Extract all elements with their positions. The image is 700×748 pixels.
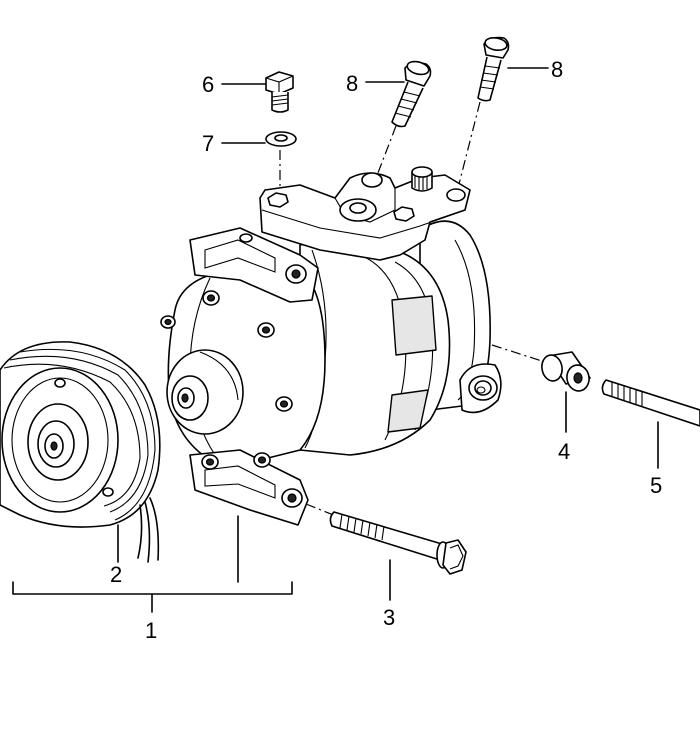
callout-5: 5: [650, 473, 662, 498]
assembly-line-8-right: [457, 101, 481, 189]
callout-1: 1: [145, 618, 157, 643]
hex-flange-bolt-part-3: [329, 511, 467, 575]
callout-8-right: 8: [551, 57, 563, 82]
callout-2: 2: [110, 562, 122, 587]
assembly-line-8-left: [375, 125, 397, 179]
socket-bolt-part-8-right: [477, 36, 510, 102]
assembly-line-4: [491, 344, 546, 363]
hex-bolt-part-6: [265, 71, 294, 113]
callout-6: 6: [202, 72, 214, 97]
washer-part-7: [265, 131, 297, 147]
callout-8-left: 8: [346, 71, 358, 96]
callout-7: 7: [202, 131, 214, 156]
spacer-sleeve-part-4: [541, 351, 591, 392]
long-bolt-part-5: [601, 379, 700, 427]
front-cover-bolt-icons: [160, 290, 293, 470]
callout-3: 3: [383, 605, 395, 630]
callout-leaders: [12, 67, 659, 613]
compressor-body: [160, 166, 502, 526]
assembly-line-3: [305, 503, 337, 517]
magnetic-clutch-pulley-part-2: [0, 341, 161, 563]
callout-4: 4: [558, 439, 570, 464]
socket-bolt-part-8-left: [391, 60, 432, 128]
